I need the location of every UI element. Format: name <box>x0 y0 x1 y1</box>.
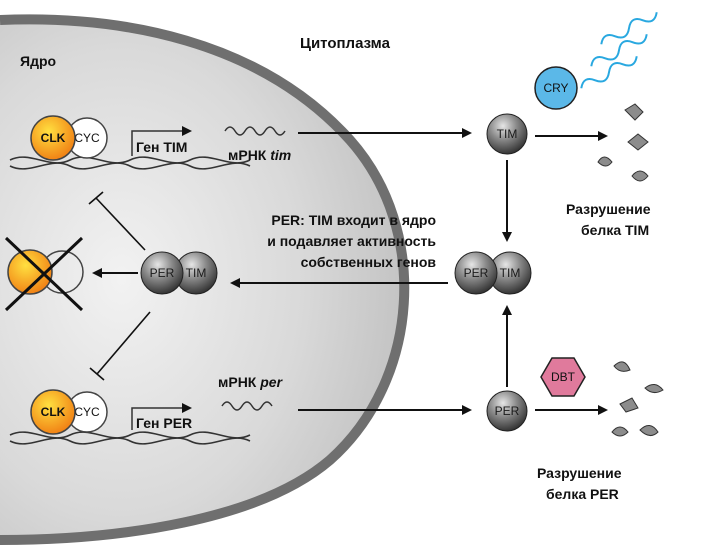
import-line3: собственных генов <box>301 254 437 270</box>
svg-text:CYC: CYC <box>74 405 100 419</box>
tim-protein <box>486 113 528 155</box>
svg-text:CYC: CYC <box>74 131 100 145</box>
svg-text:TIM: TIM <box>500 266 521 280</box>
mrna-tim-label: мРНК tim <box>228 147 291 163</box>
cytoplasm-label: Цитоплазма <box>300 35 391 52</box>
nuclear-membrane <box>0 14 410 545</box>
degradation-tim-line2: белка TIM <box>581 222 649 238</box>
dbt-kinase <box>540 357 586 397</box>
light-waves <box>580 12 658 89</box>
dna-top <box>9 156 251 170</box>
mrna-tim-wave <box>224 126 286 136</box>
inhibition-bottom <box>89 311 151 381</box>
tim-fragments <box>597 103 649 182</box>
svg-text:CLK: CLK <box>41 131 66 145</box>
per-tim-complex-cyto: TIM PER <box>454 251 532 295</box>
per-fragments <box>611 361 664 437</box>
gene-per-label: Ген PER <box>136 415 192 431</box>
svg-text:TIM: TIM <box>186 266 207 280</box>
cry-protein <box>534 66 578 110</box>
svg-text:CLK: CLK <box>41 405 66 419</box>
gene-tim-arrow <box>131 126 192 156</box>
inhibition-top <box>88 191 146 251</box>
svg-text:DBT: DBT <box>551 370 576 384</box>
per-protein <box>486 390 528 432</box>
nucleus-label: Ядро <box>20 53 56 69</box>
degradation-tim-line1: Разрушение <box>566 201 651 217</box>
dna-bottom <box>9 431 251 445</box>
svg-text:PER: PER <box>150 266 175 280</box>
import-line1: PER: TIM входит в ядро <box>271 212 436 228</box>
clk-cyc-bottom: CYC CLK <box>30 389 108 435</box>
degradation-per-line2: белка PER <box>546 486 619 502</box>
per-tim-complex-nucleus: TIM PER <box>140 251 218 295</box>
clk-cyc-top: CYC CLK <box>30 115 108 161</box>
svg-text:TIM: TIM <box>497 127 518 141</box>
import-line2: и подавляет активность <box>267 233 436 249</box>
gene-tim-label: Ген TIM <box>136 139 187 155</box>
svg-text:PER: PER <box>464 266 489 280</box>
svg-text:PER: PER <box>495 404 520 418</box>
degradation-per-line1: Разрушение <box>537 465 622 481</box>
gene-per-arrow <box>131 403 192 430</box>
mrna-per-wave <box>221 401 273 411</box>
mrna-per-label: мРНК per <box>218 374 284 390</box>
svg-text:CRY: CRY <box>543 81 568 95</box>
clk-cyc-inactive <box>4 236 84 312</box>
